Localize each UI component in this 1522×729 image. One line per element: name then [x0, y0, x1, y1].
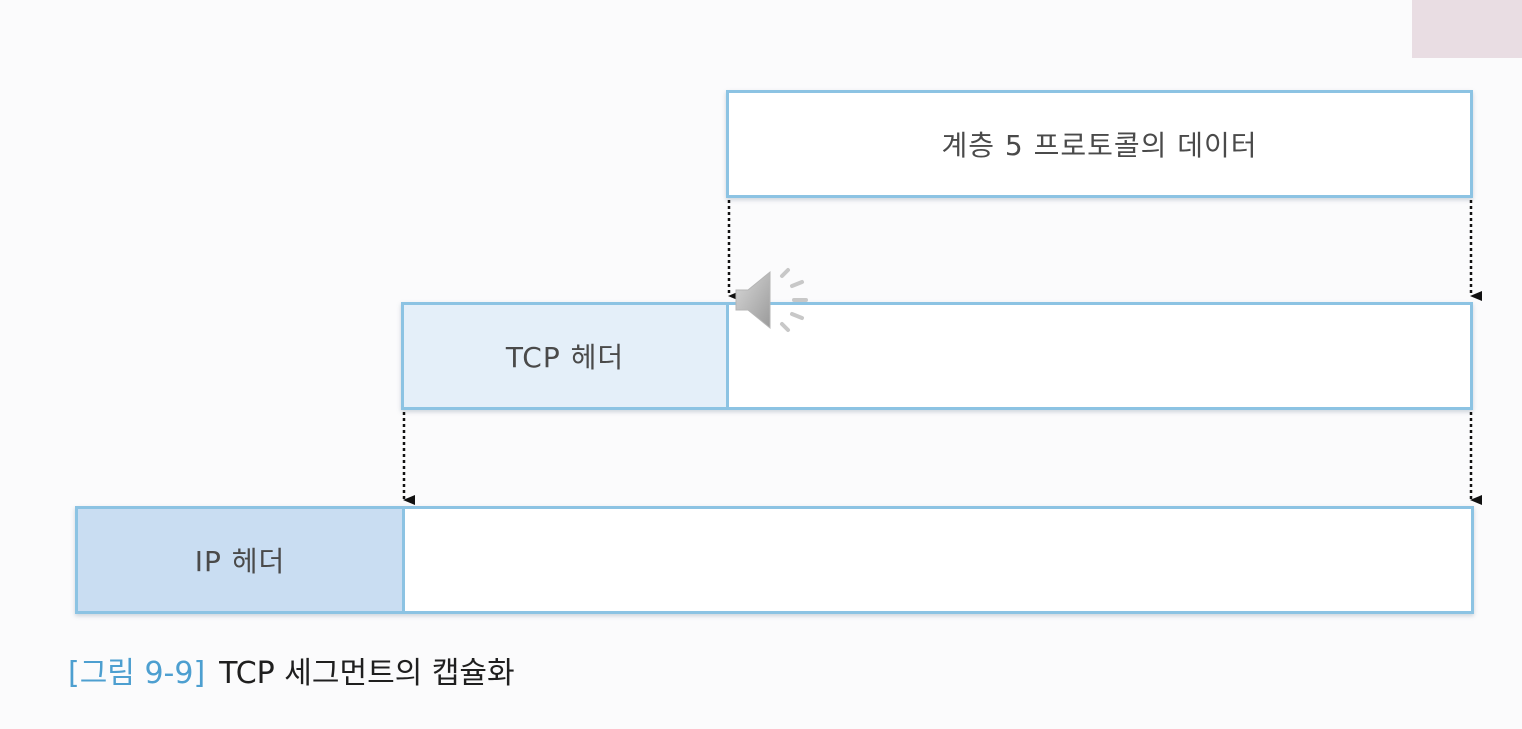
tcp-header-divider: [726, 305, 729, 407]
tcp-header-cell: TCP 헤더: [404, 305, 726, 407]
speaker-icon[interactable]: [732, 262, 822, 338]
ip-datagram-box: IP 헤더: [75, 506, 1474, 614]
ip-header-cell: IP 헤더: [78, 509, 402, 611]
figure-caption: [그림 9-9] TCP 세그먼트의 캡슐화: [68, 648, 515, 692]
layer5-data-label: 계층 5 프로토콜의 데이터: [941, 129, 1258, 162]
figure-number: [그림 9-9]: [68, 656, 206, 691]
corner-tab: [1412, 0, 1522, 58]
layer5-data-box: 계층 5 프로토콜의 데이터: [726, 90, 1473, 198]
ip-header-divider: [402, 509, 405, 611]
tcp-header-label: TCP 헤더: [505, 341, 625, 374]
ip-header-label: IP 헤더: [194, 545, 286, 578]
tcp-segment-box: TCP 헤더: [401, 302, 1473, 410]
figure-title: TCP 세그먼트의 캡슐화: [219, 656, 515, 691]
